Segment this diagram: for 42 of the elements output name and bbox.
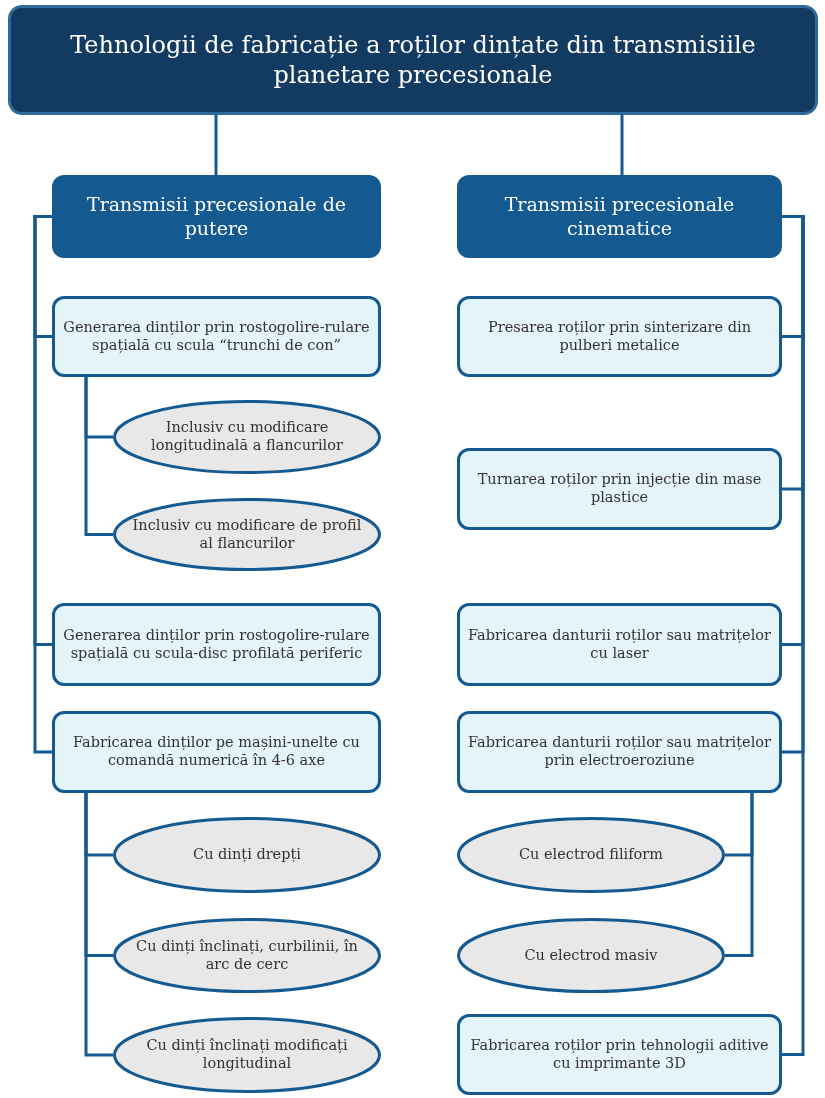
process-box	[52, 711, 381, 793]
process-box	[457, 448, 782, 530]
process-box	[457, 603, 782, 686]
connector-line	[725, 793, 754, 957]
connector-line	[84, 377, 113, 536]
option-ellipse	[113, 1017, 381, 1093]
category-box	[52, 175, 381, 258]
process-box	[52, 603, 381, 686]
node-text: Fabricarea roților prin tehnologii aditive cu imprimante 3D	[469, 1036, 770, 1073]
connector-line	[214, 115, 218, 175]
process-box	[457, 711, 782, 793]
node-text: Generarea dinților prin rostogolire-rulare spațială cu scula-disc profilată periferic	[63, 626, 370, 663]
node-text: Cu dinți înclinați modificați longitudinal	[145, 1037, 349, 1073]
title-box	[8, 5, 818, 115]
process-box	[457, 1014, 782, 1095]
node-text: Transmisii precesionale cinematice	[503, 192, 736, 241]
node-text: Cu dinți înclinați, curbilinii, în arc de cerc	[135, 937, 359, 974]
node-text: Fabricarea dinților pe mașini-unelte cu comandă numerică în 4-6 axe	[72, 734, 361, 770]
option-ellipse	[113, 498, 381, 571]
connector-line	[33, 215, 52, 754]
node-text: Presarea roților prin sinterizare din pulberi metalice	[487, 318, 752, 355]
node-text: Generarea dinților prin rostogolire-rulare spațială cu scula “trunchi de con”	[63, 318, 370, 355]
node-text: Tehnologii de fabricație a roților dințate din transmisiile planetare precesionale	[69, 30, 757, 90]
node-text: Cu dinți drepți	[193, 846, 301, 864]
connector-line	[84, 793, 113, 1057]
option-ellipse	[457, 817, 725, 893]
option-ellipse	[113, 400, 381, 474]
process-box	[52, 296, 381, 377]
node-text: Fabricarea danturii roților sau matrițelor prin electroeroziune	[468, 734, 771, 770]
category-box	[457, 175, 782, 258]
node-text: Transmisii precesionale de putere	[85, 192, 348, 241]
option-ellipse	[457, 918, 725, 993]
process-box	[457, 296, 782, 377]
node-text: Inclusiv cu modificare longitudinală a flancurilor	[150, 419, 344, 455]
node-text: Fabricarea danturii roților sau matrițelor cu laser	[468, 626, 771, 663]
node-text: Cu electrod masiv	[524, 946, 658, 965]
node-text: Turnarea roților prin injecție din mase plastice	[476, 471, 763, 507]
option-ellipse	[113, 918, 381, 993]
connector-line	[620, 115, 624, 175]
node-text: Inclusiv cu modificare de profil al flancurilor	[131, 516, 363, 553]
node-text: Cu electrod filiform	[518, 846, 664, 864]
option-ellipse	[113, 817, 381, 893]
